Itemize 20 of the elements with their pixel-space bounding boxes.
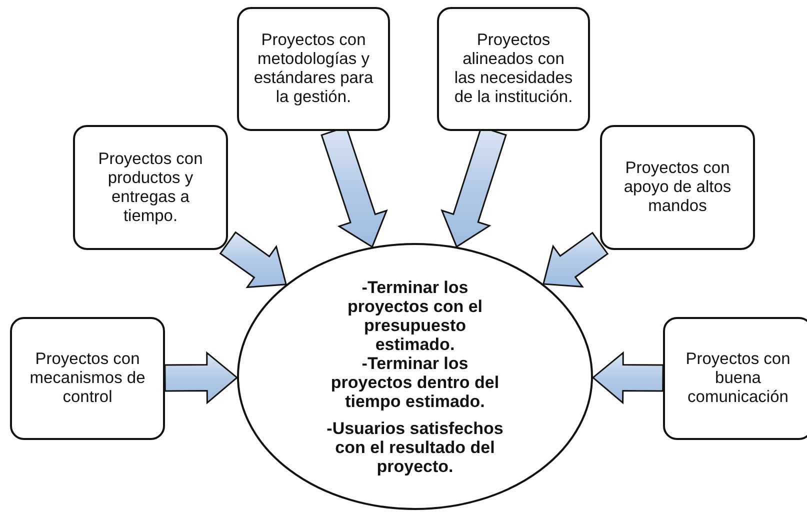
goal-text: -Terminar los proyectos con el presupuesto estimado. — [346, 278, 484, 354]
factor-box — [600, 125, 755, 250]
block-arrow — [219, 231, 288, 288]
block-arrow — [164, 351, 238, 404]
box-text: Proyectos con apoyo de altos mandos — [622, 159, 732, 216]
factor-box — [237, 7, 390, 131]
block-arrow — [542, 232, 609, 288]
box-text: Proyectos con metodologías y estándares para la gestión. — [252, 31, 374, 107]
factor-box — [73, 125, 228, 250]
goal-text: -Terminar los proyectos dentro del tiempo estimado. — [330, 354, 500, 410]
factor-box — [663, 317, 807, 440]
box-text: Proyectos alineados con las necesidades de la institución. — [453, 31, 574, 107]
box-text: Proyectos con productos y entregas a tiempo. — [97, 150, 204, 226]
goal-ellipse — [237, 243, 593, 510]
goal-text: -Usuarios satisfechos con el resultado del proyecto. — [326, 418, 504, 476]
box-text: Proyectos con buena comunicación — [684, 350, 792, 407]
box-text: Proyectos con mecanismos de control — [28, 350, 146, 407]
factor-box — [437, 7, 590, 131]
block-arrow — [592, 351, 664, 404]
factor-box — [10, 317, 165, 440]
